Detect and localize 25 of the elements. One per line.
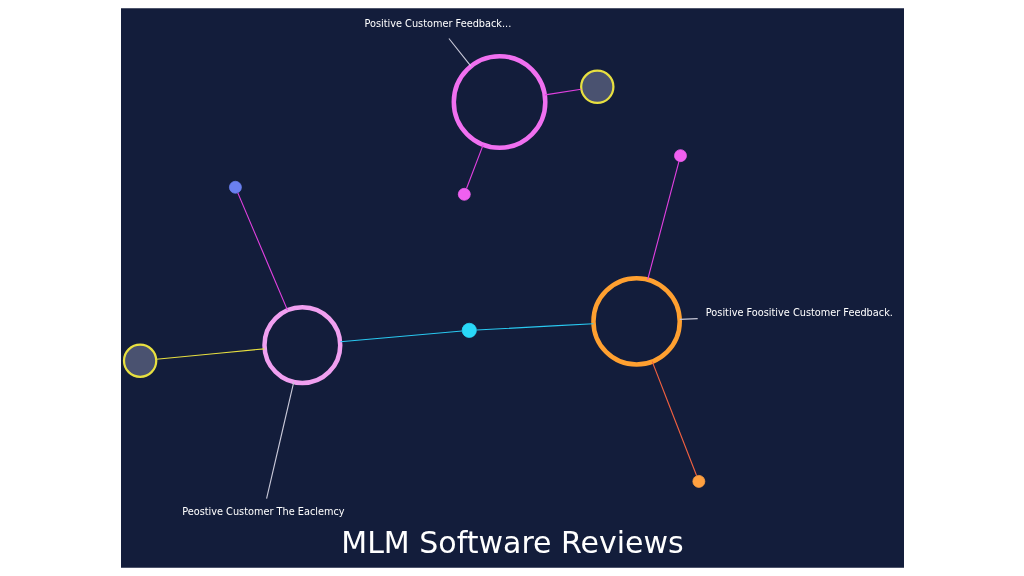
node-circle [457,187,471,201]
connector [339,330,463,343]
connector [236,192,288,311]
node-circle [122,343,157,378]
node-circle [673,149,687,162]
node-circle [590,276,682,367]
node-circle [451,53,548,150]
connector [465,144,484,190]
node-circle [461,322,477,338]
connector [646,160,679,281]
connector [678,318,698,320]
node-circle [579,69,615,105]
node-circle [228,180,242,194]
connector [447,37,471,67]
connector [543,88,582,96]
node-circle [261,305,342,386]
connector [475,323,594,331]
diagram-title: MLM Software Reviews [340,524,684,560]
connector [651,361,697,477]
node-text: Positive Foositive Customer Feedback. [705,307,893,319]
node-circle [691,475,705,488]
connector [155,348,265,360]
connector [265,381,294,500]
node-text: Peostive Customer The Eaclemcy [181,505,345,517]
node-text: Positive Customer Feedback... [363,18,511,30]
